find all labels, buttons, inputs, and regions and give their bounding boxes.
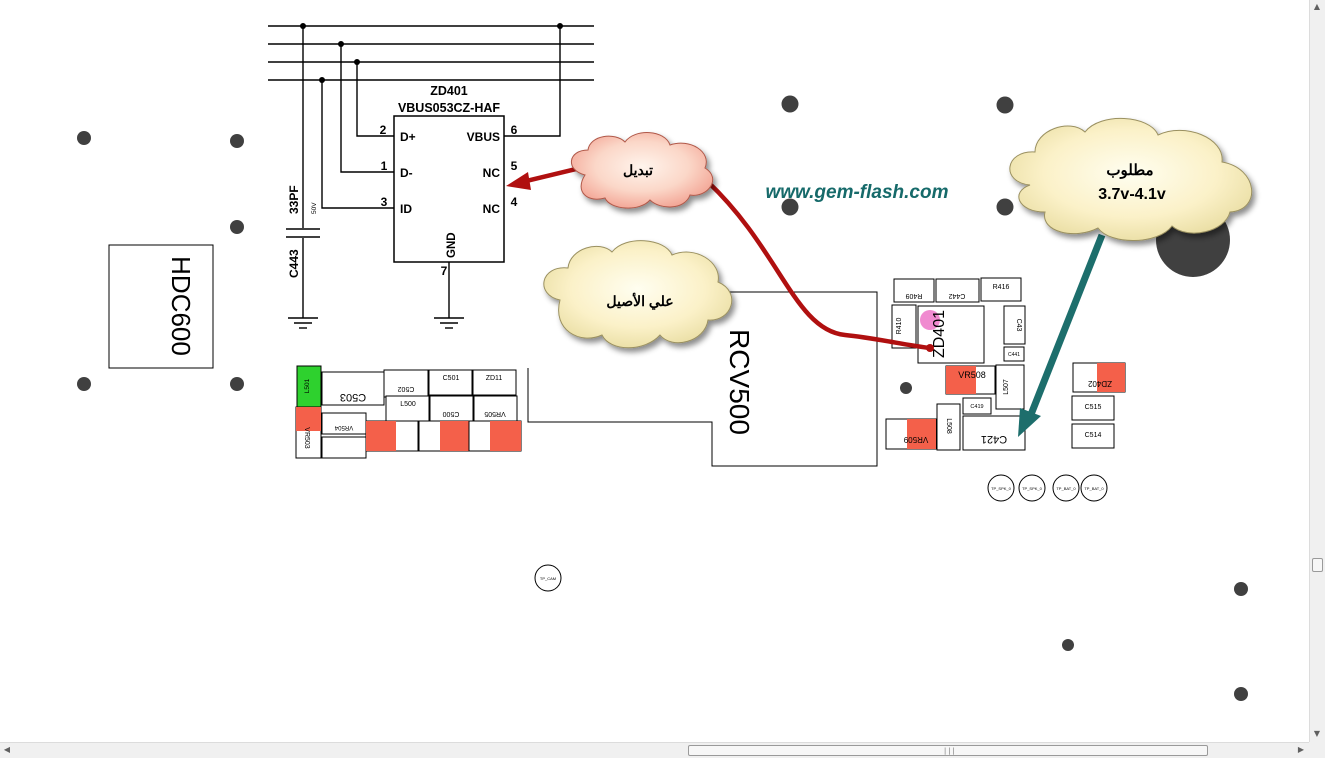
ref-label: VR504 bbox=[334, 424, 353, 430]
ref-label: VR509 bbox=[903, 435, 928, 444]
ref-label: L507 bbox=[1003, 379, 1010, 395]
rcv500-label: RCV500 bbox=[724, 329, 755, 435]
right-arrow-icon[interactable]: ▶ bbox=[1297, 745, 1305, 754]
pin-num: 5 bbox=[511, 159, 518, 173]
cloud-required bbox=[1009, 118, 1253, 241]
teal-arrowhead bbox=[1018, 408, 1041, 437]
tp-label: TP_CAM bbox=[540, 576, 556, 581]
ref-label: L500 bbox=[400, 401, 416, 408]
pin-name: D+ bbox=[400, 130, 416, 144]
ref-label: C500 bbox=[443, 410, 460, 417]
capacitor-voltage: 50V bbox=[311, 202, 318, 214]
schematic-canvas: ZD401 VBUS053CZ-HAF 2 D+ 1 D- 3 ID 6 VBU… bbox=[77, 23, 1253, 701]
pin-name: GND bbox=[446, 232, 458, 258]
test-points bbox=[534, 474, 1108, 592]
left-components bbox=[295, 365, 522, 459]
ref-label: C421 bbox=[981, 433, 1007, 445]
pin-num: 1 bbox=[381, 159, 388, 173]
pin-name: VBUS bbox=[467, 130, 500, 144]
cloud-replace bbox=[571, 132, 713, 209]
pin-num: 3 bbox=[381, 195, 388, 209]
red-short-arrow bbox=[525, 165, 581, 184]
ref-label: VR505 bbox=[484, 410, 506, 417]
red-curve-arrow bbox=[706, 180, 931, 351]
pin-name: NC bbox=[483, 166, 501, 180]
ref-label: R410 bbox=[896, 318, 903, 335]
ref-label: R416 bbox=[993, 284, 1010, 291]
ref-label: L508 bbox=[945, 418, 952, 434]
ref-label: C515 bbox=[1085, 404, 1102, 411]
ref-label: C442 bbox=[949, 292, 966, 299]
ref-label: C43 bbox=[1015, 319, 1022, 332]
vertical-scroll-thumb[interactable] bbox=[1312, 558, 1323, 572]
tp-label: TP_SPK_0 bbox=[1022, 486, 1043, 491]
part-number: VBUS053CZ-HAF bbox=[398, 101, 500, 115]
red-arrow-dot bbox=[926, 344, 934, 352]
teal-arrow bbox=[1026, 233, 1106, 419]
horizontal-scroll-thumb[interactable]: ||| bbox=[688, 745, 1208, 756]
pin-name: D- bbox=[400, 166, 413, 180]
hdc600-footprint bbox=[108, 244, 214, 369]
capacitor-value: 33PF bbox=[287, 185, 301, 214]
tp-label: TP_SPK_0 bbox=[991, 486, 1012, 491]
callout-required-value: 3.7v-4.1v bbox=[1098, 186, 1166, 203]
tp-label: TP_BAT_0 bbox=[1056, 486, 1076, 491]
left-arrow-icon[interactable]: ◀ bbox=[3, 745, 11, 754]
capacitor-ref: C443 bbox=[287, 249, 301, 278]
ref-label: C441 bbox=[1008, 352, 1020, 358]
callout-required-title: مطلوب bbox=[1106, 162, 1153, 179]
rcv500-outline bbox=[527, 291, 878, 467]
ref-label: C514 bbox=[1085, 432, 1102, 439]
right-components bbox=[885, 277, 1126, 451]
callout-replace: تبديل bbox=[623, 162, 653, 178]
ref-label: R409 bbox=[906, 292, 923, 299]
wires bbox=[286, 26, 561, 329]
pin-num: 6 bbox=[511, 123, 518, 137]
ref-label: VR508 bbox=[958, 370, 986, 380]
schematic-svg: ZD401 VBUS053CZ-HAF 2 D+ 1 D- 3 ID 6 VBU… bbox=[77, 23, 1253, 701]
ref-label: L501 bbox=[304, 378, 311, 393]
bus-junctions bbox=[300, 23, 563, 83]
pin-name: NC bbox=[483, 202, 501, 216]
ref-label: VR503 bbox=[303, 427, 310, 449]
hdc600-label: HDC600 bbox=[166, 256, 196, 356]
ref-label: C501 bbox=[443, 375, 460, 382]
red-arrowhead bbox=[506, 172, 531, 190]
pin-name: ID bbox=[400, 202, 412, 216]
down-arrow-icon[interactable]: ▼ bbox=[1313, 729, 1321, 738]
vertical-scrollbar[interactable]: ▲ ▼ bbox=[1309, 0, 1325, 742]
part-ref: ZD401 bbox=[430, 84, 468, 98]
scroll-corner bbox=[1309, 742, 1325, 758]
ref-label: C419 bbox=[970, 404, 983, 410]
highlight-pad bbox=[920, 310, 940, 330]
ref-label: ZD11 bbox=[486, 375, 503, 382]
pin-num: 2 bbox=[380, 123, 387, 137]
cloud-original bbox=[543, 240, 733, 349]
ref-label: C503 bbox=[340, 391, 366, 403]
grip-icon: ||| bbox=[943, 747, 956, 755]
zd401-board-label: ZD401 bbox=[931, 310, 948, 358]
up-arrow-icon[interactable]: ▲ bbox=[1313, 2, 1321, 11]
pin-num: 7 bbox=[441, 264, 448, 278]
tp-label: TP_BAT_0 bbox=[1084, 486, 1104, 491]
ref-label: C502 bbox=[398, 385, 415, 392]
horizontal-scrollbar[interactable]: ◀ ||| ▶ bbox=[0, 742, 1309, 758]
watermark-link: www.gem-flash.com bbox=[766, 182, 949, 203]
pin-num: 4 bbox=[511, 195, 518, 209]
ref-label: ZD402 bbox=[1087, 379, 1112, 388]
zd401-symbol bbox=[393, 115, 505, 263]
bus-lines bbox=[268, 25, 594, 81]
callout-original: علي الأصيل bbox=[606, 292, 673, 310]
